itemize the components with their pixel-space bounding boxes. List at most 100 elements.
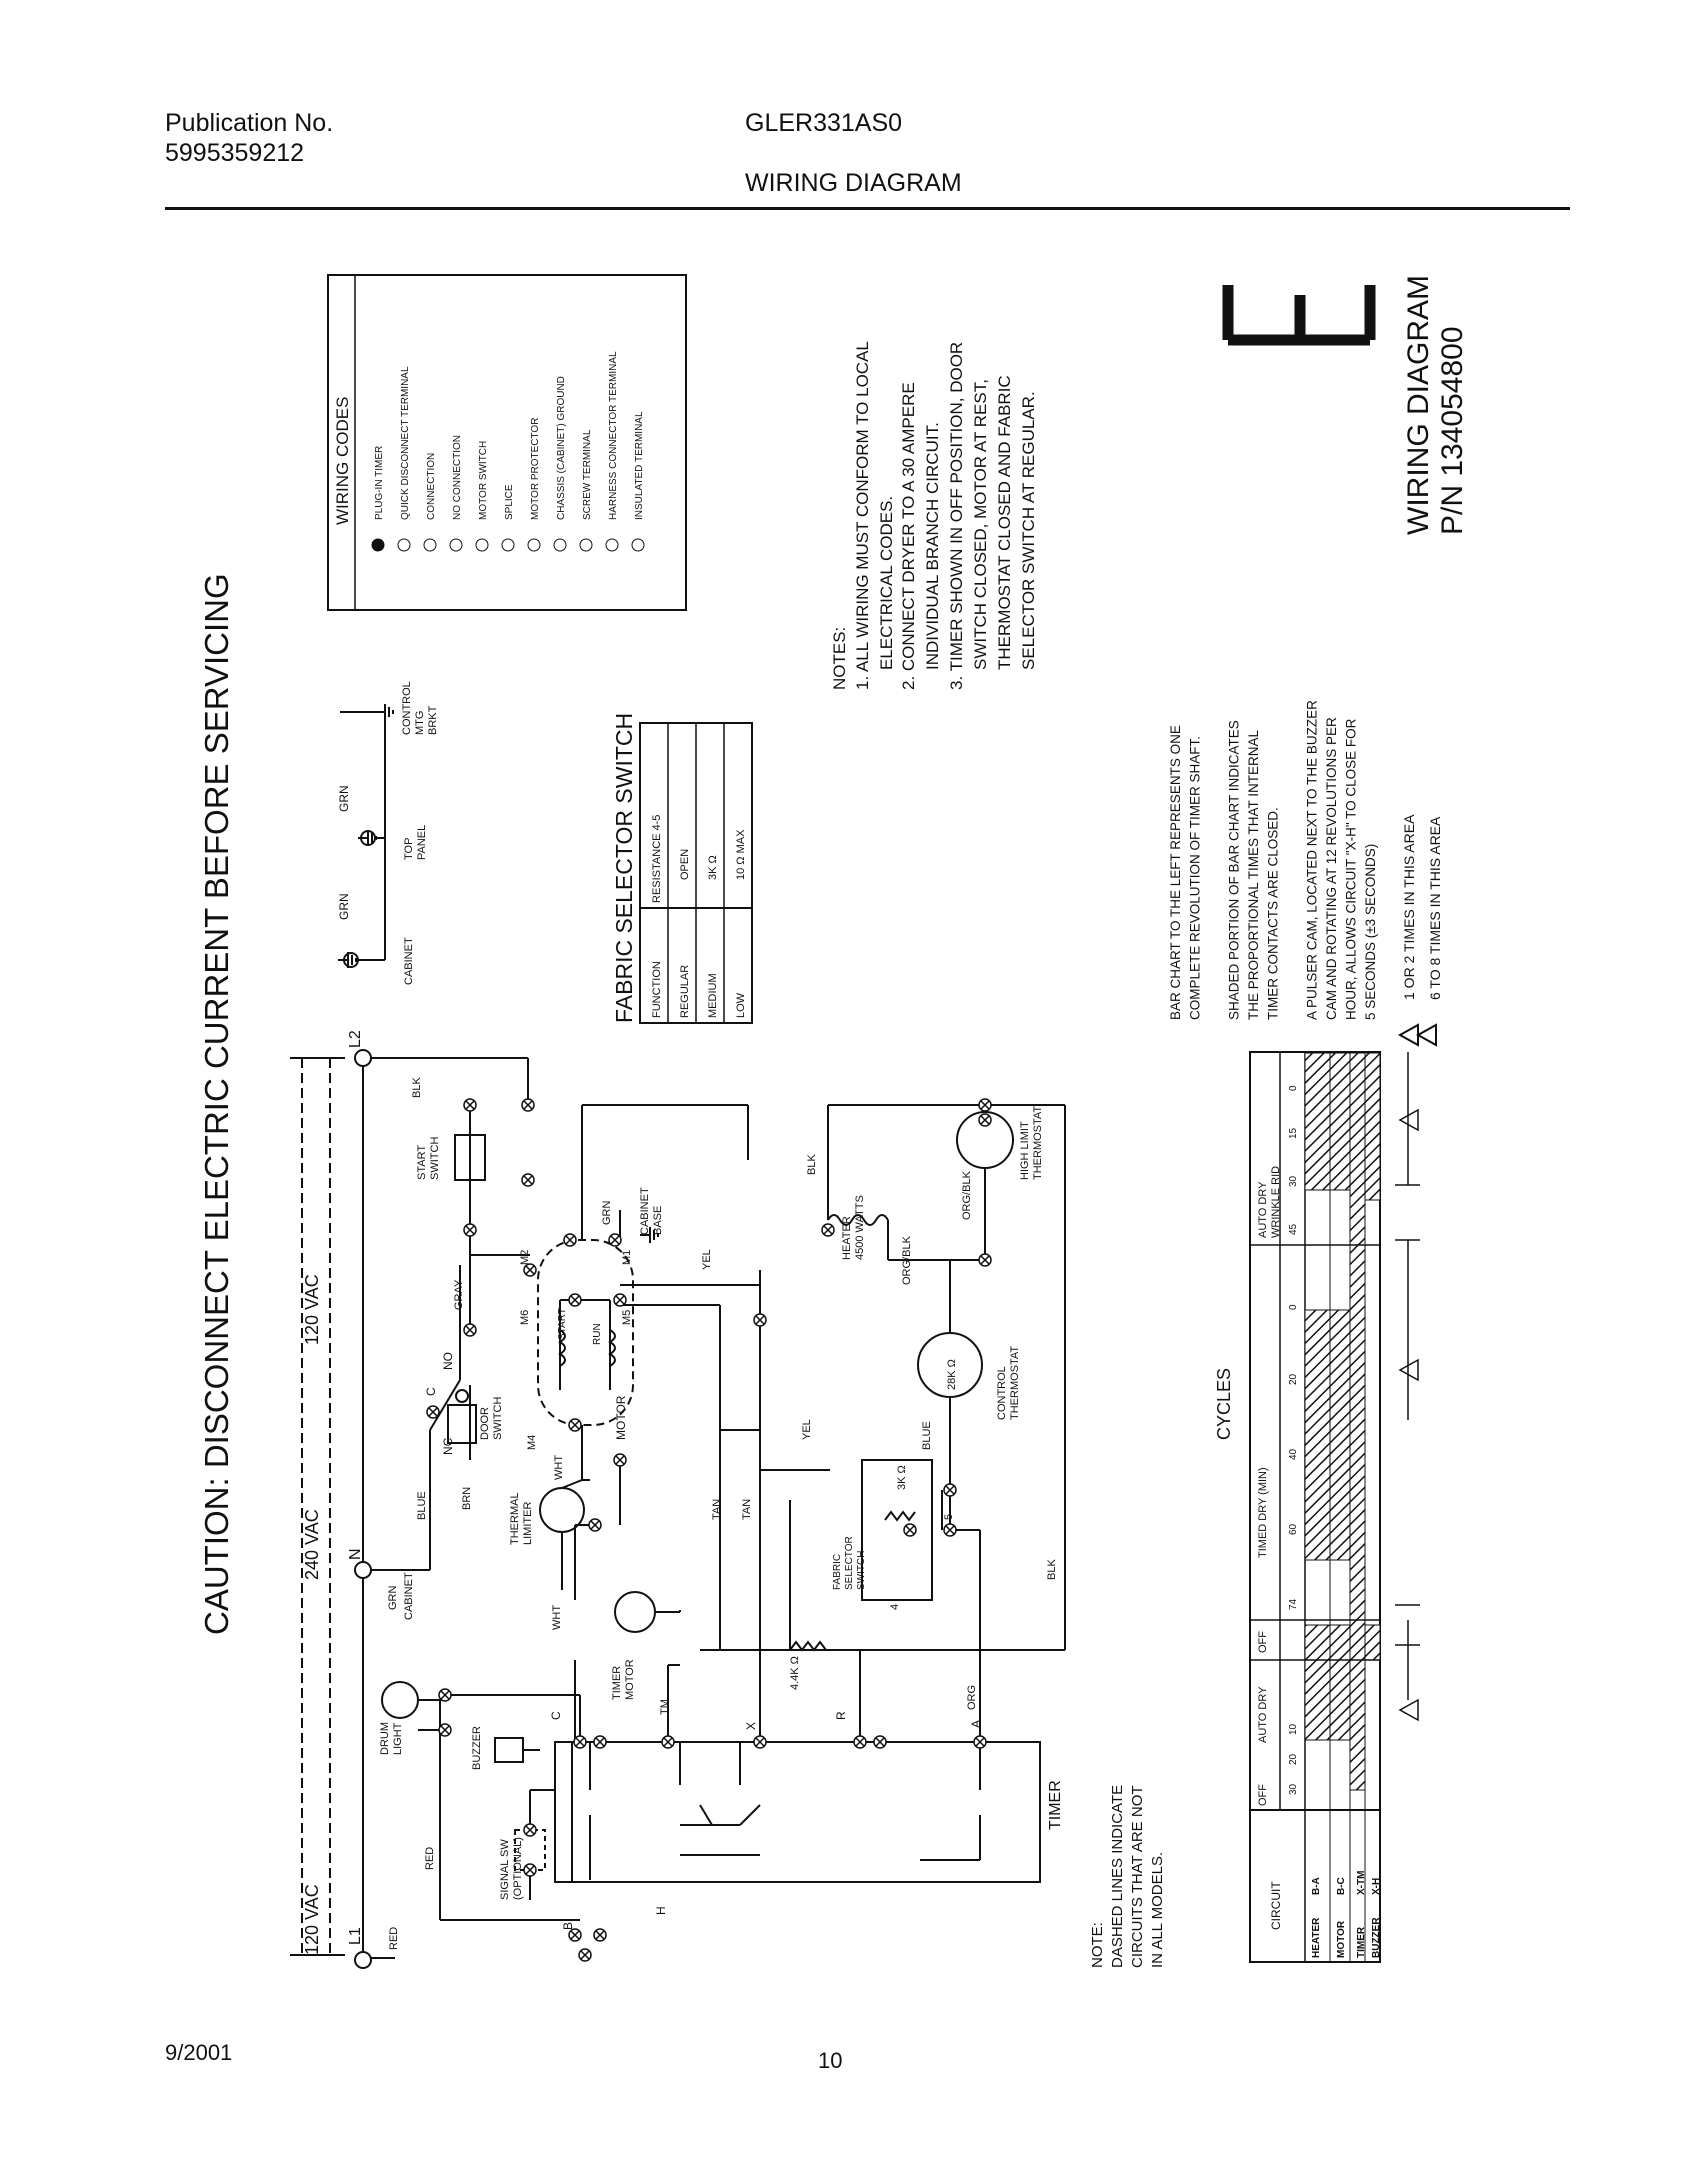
quick-disconnect-terminal [523, 1823, 537, 1837]
ground-control-label-line-3: BRKT [427, 705, 439, 735]
diagram-letter: E [0, 0, 1, 1]
quick-disconnect-terminal [521, 1173, 535, 1187]
wire-blue: BLUE [416, 1491, 428, 1520]
cycle-section-label-line-2: WRINKLE RID [1270, 1166, 1282, 1238]
ground-icon [338, 952, 357, 968]
diagram-letter-e [1222, 285, 1376, 346]
footer-page: 10 [818, 2048, 843, 2073]
wiring-code-item: SPLICE [504, 484, 515, 520]
wiring-code-item: PLUG-IN TIMER [374, 446, 385, 520]
timer-b-label: B [561, 1922, 575, 1930]
wiring-code-symbol [397, 538, 411, 552]
wiring-code-item: MOTOR PROTECTOR [530, 418, 541, 520]
note-line: THERMOSTAT CLOSED AND FABRIC [995, 375, 1014, 670]
publication-number: 5995359212 [165, 139, 305, 167]
resistor-4-4k-label: 4.4K Ω [789, 1656, 801, 1690]
wiring-code-symbol [371, 538, 385, 552]
footer-date: 9/2001 [165, 2040, 233, 2065]
cycle-bar-segment [1304, 1624, 1331, 1741]
cabinet-base-label-line-2: BASE [652, 1206, 664, 1235]
wiring-code-item: CHASSIS (CABINET) GROUND [556, 376, 567, 520]
screw-terminal [354, 1049, 372, 1067]
screw-terminal [354, 1951, 372, 1969]
note-line: 1. ALL WIRING MUST CONFORM TO LOCAL [853, 341, 872, 690]
wiring-code-symbol [605, 538, 619, 552]
cycle-bar-segment [1349, 1052, 1366, 1791]
timed-dry-tick: 40 [1288, 1448, 1299, 1460]
fabric-function-cell: MEDIUM [707, 973, 719, 1018]
timer-motor-label-line-1: TIMER [611, 1666, 623, 1700]
door-switch-label-line-2: SWITCH [492, 1397, 504, 1440]
wire-orgblk-2: ORG/BLK [961, 1170, 973, 1220]
control-thermostat-resistance: 28K Ω [946, 1359, 958, 1390]
wrinkle-rid-tick: 45 [1288, 1223, 1299, 1235]
fabric-resistance-cell: 10 Ω MAX [735, 829, 747, 880]
wire-red-l1: RED [388, 1927, 400, 1950]
ground-icon [375, 704, 394, 720]
door-switch-label-line-1: DOOR [479, 1407, 491, 1440]
wiring-code-symbol [553, 538, 567, 552]
timed-dry-tick: 74 [1288, 1598, 1299, 1610]
quick-disconnect-terminal [568, 1928, 582, 1942]
quick-disconnect-terminal [568, 1418, 582, 1432]
wire-blue-fabric: BLUE [921, 1421, 933, 1450]
circuit-row-code: B-C [1336, 1877, 1347, 1895]
wrinkle-rid-tick: 15 [1288, 1127, 1299, 1139]
diagram-part-number: P/N 134054800 [1436, 326, 1469, 535]
fabric-header-resistance: RESISTANCE 4-5 [651, 815, 663, 903]
ground-grn-1: GRN [337, 785, 351, 812]
fabric-terminal-5: 5 [943, 1514, 955, 1520]
wiring-code-symbol [501, 538, 515, 552]
heater-label-line-1: HEATER [841, 1216, 853, 1260]
wire-tan-2: TAN [741, 1499, 753, 1520]
start-switch-label-line-2: SWITCH [429, 1137, 441, 1180]
terminal-l1-label: L1 [347, 1927, 364, 1945]
wiring-code-symbol [631, 538, 645, 552]
wire-org: ORG [966, 1685, 978, 1710]
timed-dry-tick: 60 [1288, 1523, 1299, 1535]
quick-disconnect-terminal [873, 1735, 887, 1749]
schematic [290, 1057, 1066, 1960]
motor-run-label: RUN [592, 1323, 603, 1345]
caution-banner: CAUTION: DISCONNECT ELECTRIC CURRENT BEF… [198, 573, 235, 1635]
bar-chart-note-line: COMPLETE REVOLUTION OF TIMER SHAFT. [1188, 736, 1203, 1020]
wiring-code-item: MOTOR SWITCH [478, 441, 489, 520]
cycle-bar-segment [1304, 1052, 1331, 1191]
timer-motor-label-line-2: MOTOR [624, 1659, 636, 1700]
note-line: INDIVIDUAL BRANCH CIRCUIT. [923, 422, 942, 670]
ground-control-label-line-1: CONTROL [401, 681, 413, 735]
timer-tm-label: TM [659, 1699, 671, 1715]
page-title: WIRING DIAGRAM [745, 169, 962, 197]
bar-chart-note-line: HOUR, ALLOWS CIRCUIT "X-H" TO CLOSE FOR [1344, 718, 1359, 1020]
wire-blk-timer: BLK [1046, 1559, 1058, 1580]
ground-top-panel-label-line-2: PANEL [416, 825, 428, 860]
dashed-note-line: DASHED LINES INDICATE [1109, 1785, 1126, 1968]
legend-a-text: 1 OR 2 TIMES IN THIS AREA [1401, 814, 1417, 1000]
cycle-section-label: OFF [1257, 1784, 1269, 1806]
fabric-table-title: FABRIC SELECTOR SWITCH [611, 713, 637, 1023]
quick-disconnect-terminal [661, 1735, 675, 1749]
voltage-120-l1: 120 VAC [302, 1884, 322, 1955]
quick-disconnect-terminal [463, 1223, 477, 1237]
wire-blk-l2: BLK [411, 1077, 423, 1098]
cycle-section-label: OFF [1257, 1631, 1269, 1653]
terminal-l2-label: L2 [347, 1030, 364, 1048]
timer-c-label: C [549, 1711, 563, 1720]
wiring-code-symbol [449, 538, 463, 552]
wiring-code-item: NO CONNECTION [452, 435, 463, 520]
wiring-code-symbol [579, 538, 593, 552]
dashed-note-line: NOTE: [1089, 1922, 1106, 1968]
note-line: SELECTOR SWITCH AT REGULAR. [1019, 391, 1038, 670]
circuit-row-name: HEATER [1311, 1917, 1322, 1958]
quick-disconnect-terminal [588, 1518, 602, 1532]
wiring-code-item: HARNESS CONNECTOR TERMINAL [608, 351, 619, 520]
cycle-bar-segment [1304, 1309, 1331, 1561]
notes-block: NOTES:1. ALL WIRING MUST CONFORM TO LOCA… [830, 341, 1038, 690]
thermal-limiter-label-line-1: THERMAL [509, 1492, 521, 1545]
wire-red-drum: RED [424, 1847, 436, 1870]
chart-dimension-marks [1395, 1052, 1420, 1722]
timer-h-label: H [654, 1906, 668, 1915]
